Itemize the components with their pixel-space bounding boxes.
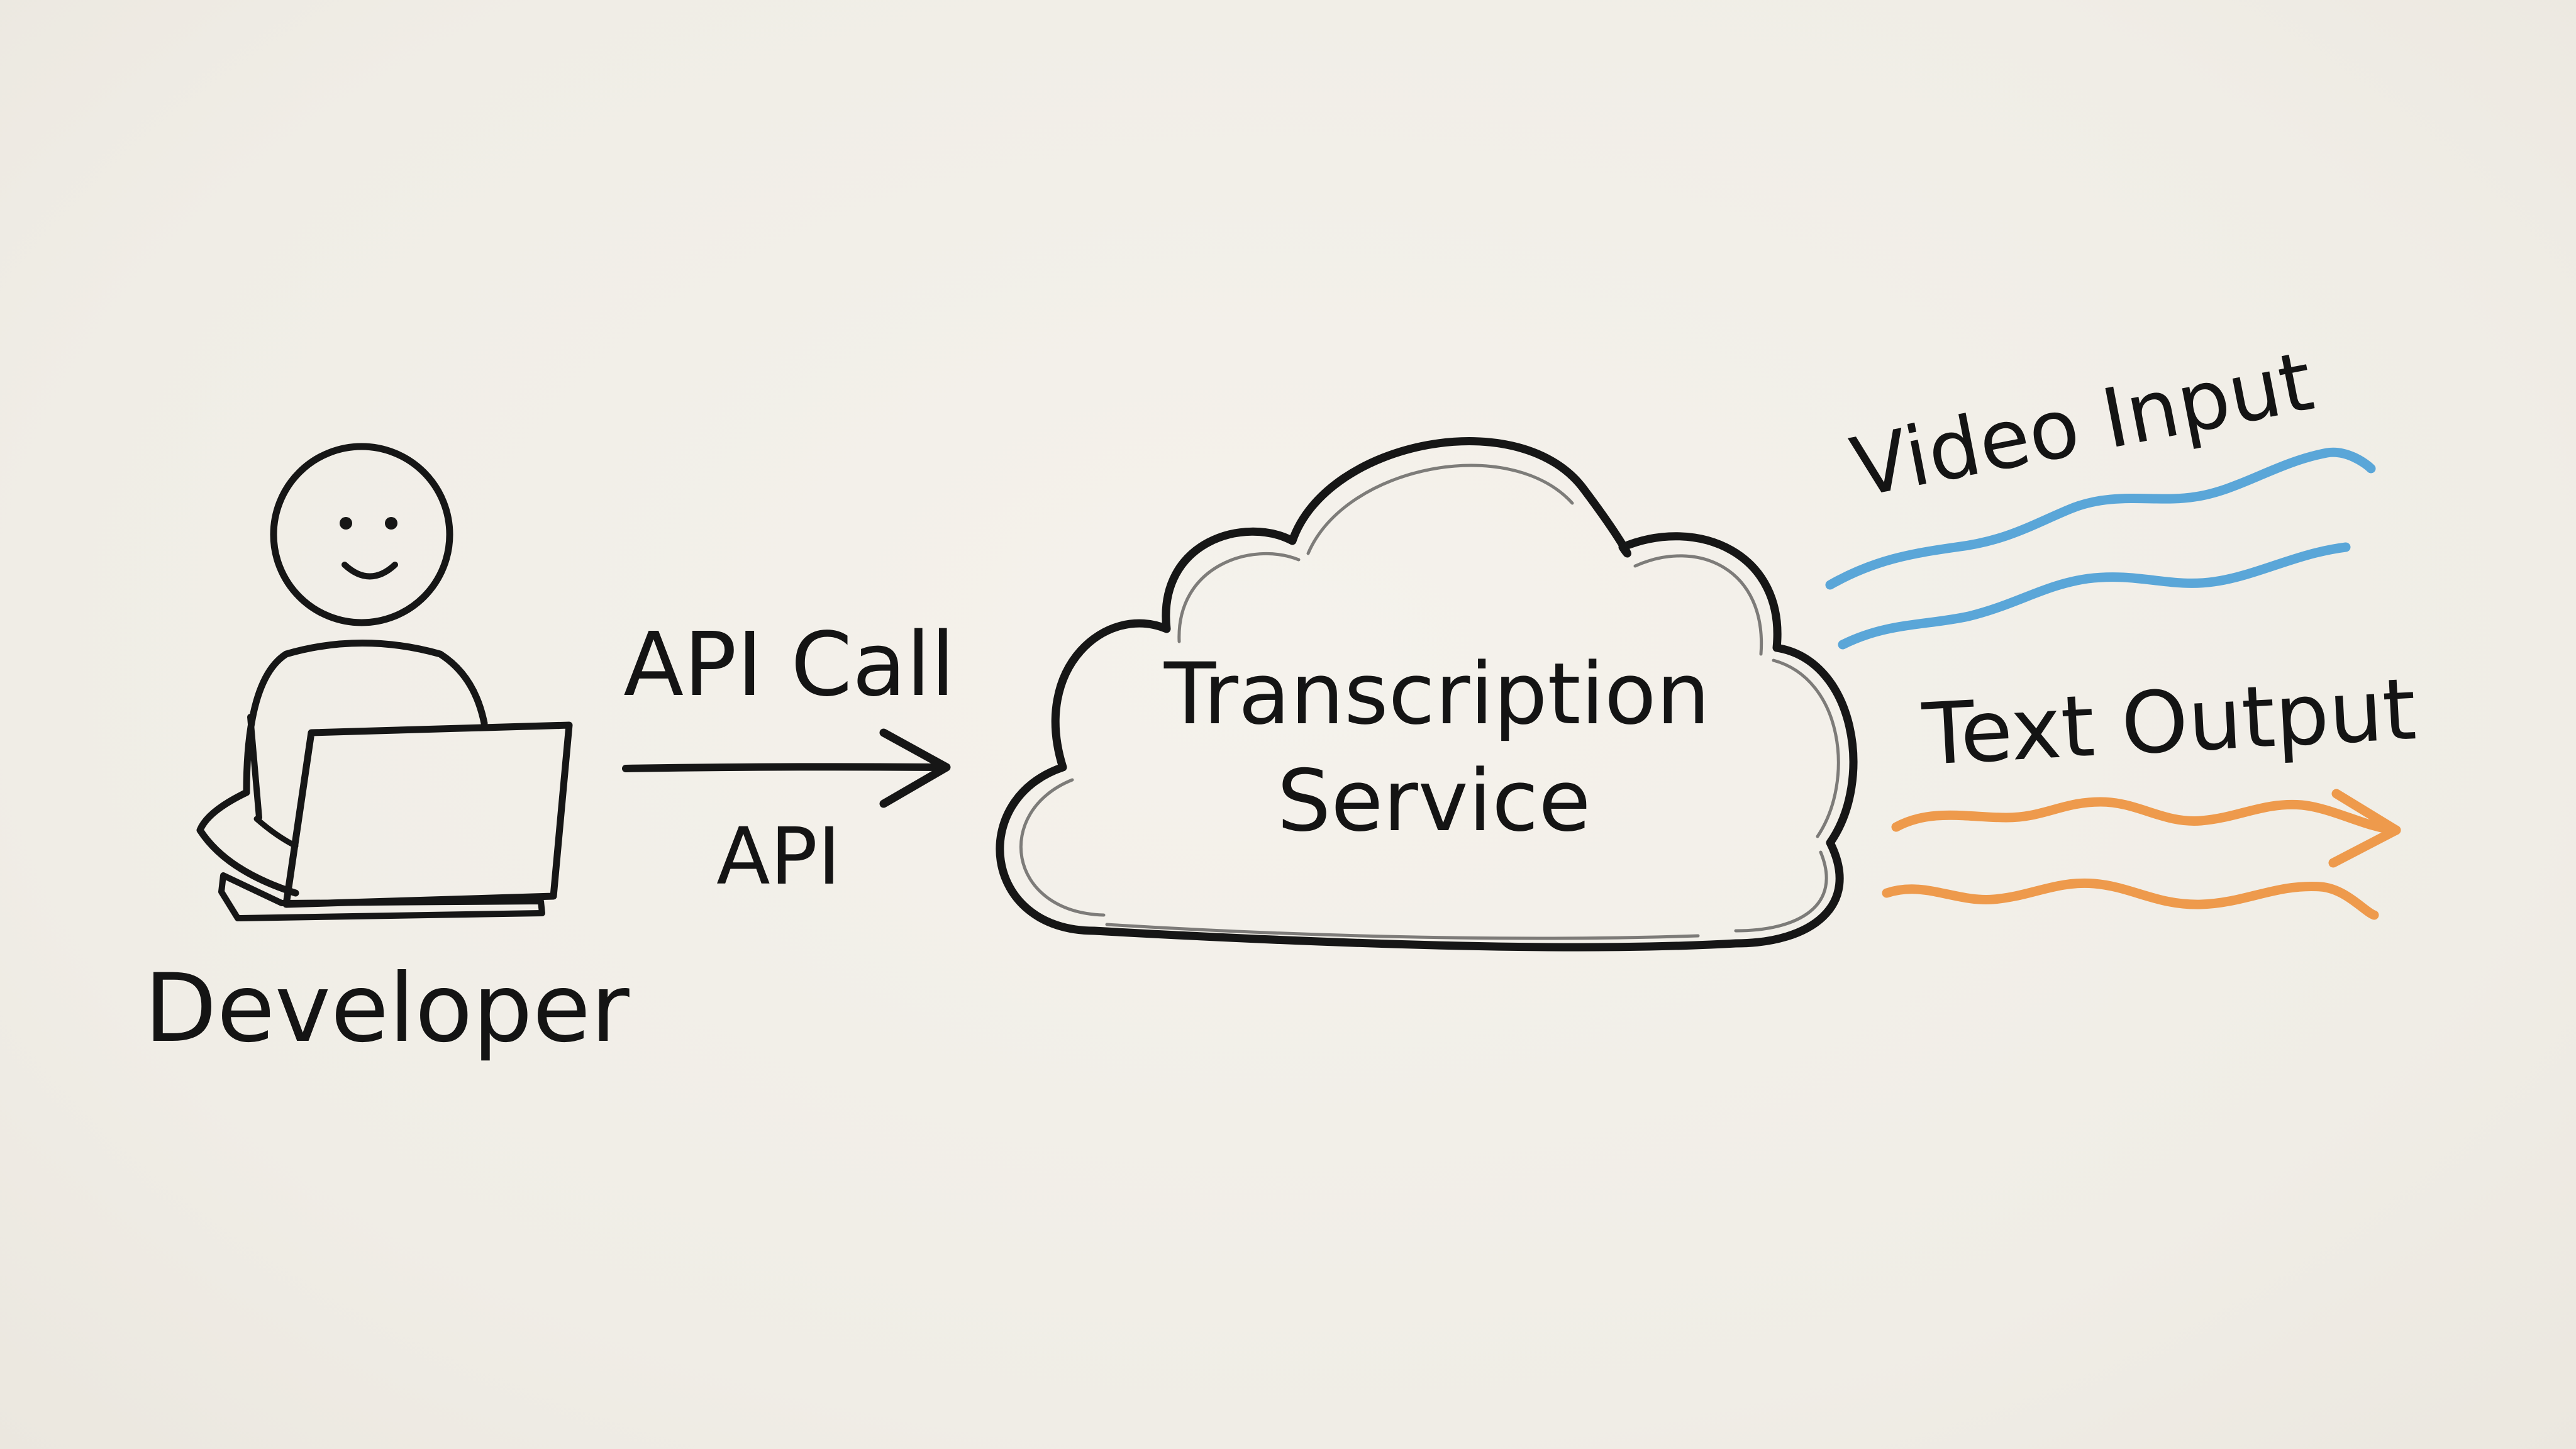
developer-left-eye bbox=[340, 517, 352, 530]
api-arrow-head bbox=[879, 728, 951, 808]
video-wave-bottom bbox=[1838, 542, 2351, 650]
developer-label: Developer bbox=[144, 954, 630, 1063]
developer-smile bbox=[341, 562, 398, 580]
text-wave-top bbox=[1891, 797, 2401, 835]
developer-hand bbox=[253, 816, 299, 849]
cloud-sketch-lines bbox=[1019, 464, 1840, 940]
cloud-icon bbox=[996, 437, 1858, 952]
text-output-label: Text Output bbox=[1919, 660, 2418, 784]
text-output-waves bbox=[1882, 789, 2401, 920]
developer-torso bbox=[243, 640, 488, 796]
api-call-label: API Call bbox=[623, 614, 955, 716]
developer-inner-arm bbox=[247, 714, 262, 821]
api-label: API bbox=[716, 811, 841, 902]
service-title-line1: Transcription bbox=[1163, 645, 1710, 743]
cloud-outline bbox=[996, 437, 1858, 952]
developer-arm bbox=[196, 789, 299, 897]
api-arrow bbox=[622, 728, 951, 808]
developer-icon bbox=[196, 443, 573, 921]
video-input-waves bbox=[1825, 447, 2376, 650]
developer-right-eye bbox=[385, 517, 397, 530]
service-title-line2: Service bbox=[1277, 752, 1591, 850]
text-output-arrow-head bbox=[2328, 789, 2401, 868]
laptop-base bbox=[218, 872, 545, 921]
developer-head bbox=[270, 443, 453, 626]
video-input-label: Video Input bbox=[1844, 333, 2321, 516]
video-wave-top bbox=[1825, 447, 2376, 590]
api-arrow-shaft bbox=[622, 763, 947, 772]
laptop-screen bbox=[282, 721, 573, 908]
text-wave-bottom bbox=[1882, 878, 2379, 920]
